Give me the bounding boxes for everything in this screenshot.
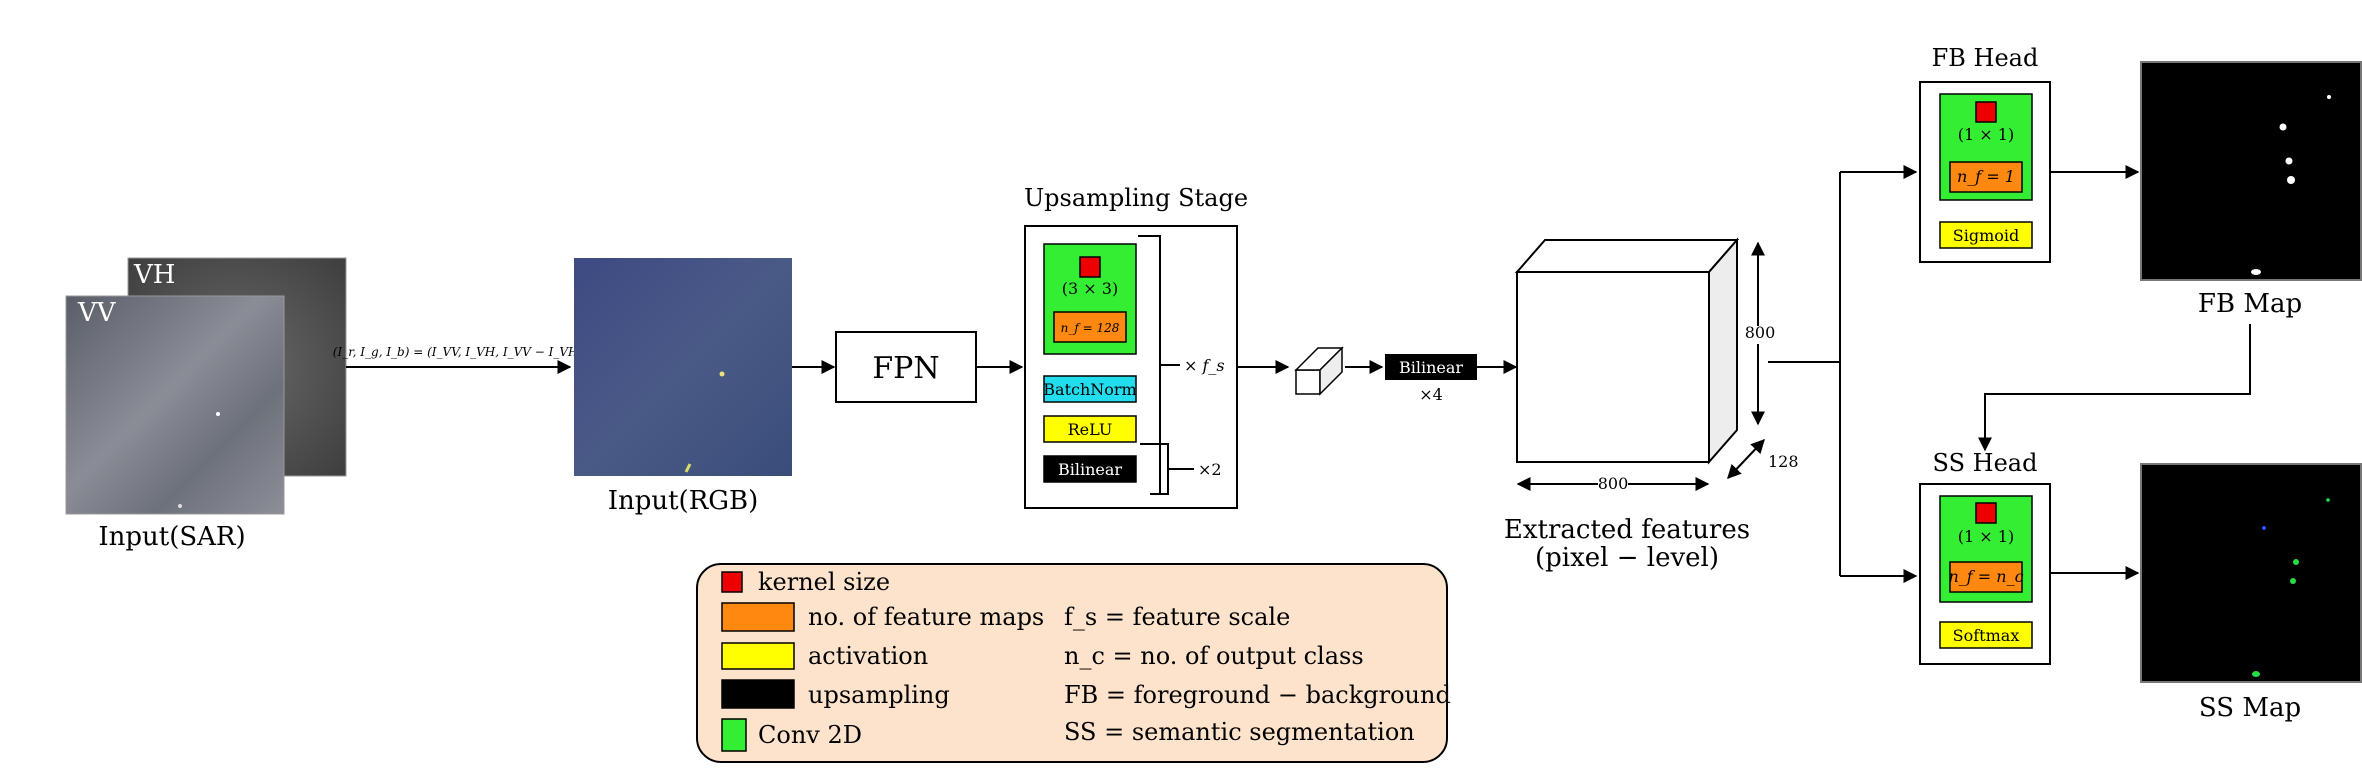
upsampling-stage: Upsampling Stage (3 × 3) n_f = 128 Batch…	[1024, 184, 1248, 509]
bilinear-x4-block	[1385, 354, 1477, 380]
ss-kernel-marker	[1975, 502, 1997, 524]
relu-block	[1043, 415, 1137, 443]
legend: kernel size no. of feature maps activati…	[696, 563, 1451, 763]
ss-activation-block	[1939, 621, 2033, 649]
fb-map-image	[2140, 61, 2362, 281]
arrow-fb-map-to-ss-head	[1978, 324, 2251, 452]
fb-activation: Sigmoid	[1953, 226, 2019, 245]
fpn-block	[835, 331, 977, 403]
features-width: 800	[1598, 474, 1629, 493]
sar-input: VH VV Input(SAR)	[65, 257, 347, 552]
ss-map-image	[2140, 463, 2362, 683]
kernel-size-marker	[1079, 256, 1101, 278]
repeat-fs: × f_s	[1184, 356, 1225, 375]
legend-fs-def: f_s = feature scale	[1064, 603, 1290, 631]
relu-label: ReLU	[1068, 420, 1113, 439]
fb-head: FB Head (1 × 1) n_f = 1 Sigmoid	[1919, 44, 2051, 263]
legend-fb-def: FB = foreground − background	[1064, 681, 1451, 709]
rgb-input: Input(RGB)	[574, 258, 792, 516]
upsampling-title: Upsampling Stage	[1024, 184, 1248, 212]
legend-activation: activation	[808, 642, 928, 670]
legend-activation-swatch	[721, 642, 795, 670]
bilinear-label: Bilinear	[1058, 460, 1122, 479]
vv-label: VV	[77, 298, 117, 328]
fb-head-title: FB Head	[1932, 44, 2039, 72]
upsampling-kernel: (3 × 3)	[1062, 279, 1118, 298]
ss-head: SS Head (1 × 1) n_f = n_c Softmax	[1919, 449, 2051, 665]
ss-map-caption: SS Map	[2199, 693, 2301, 723]
legend-conv2d: Conv 2D	[758, 721, 862, 749]
fb-nf-box	[1949, 161, 2023, 193]
fb-activation-block	[1939, 221, 2033, 249]
fb-kernel: (1 × 1)	[1958, 125, 2014, 144]
bilinear-x4-times: ×4	[1419, 385, 1443, 404]
ss-head-title: SS Head	[1933, 449, 2038, 477]
features-depth: 128	[1768, 452, 1799, 471]
fpn-label: FPN	[872, 351, 939, 386]
batchnorm-label: BatchNorm	[1043, 380, 1136, 399]
small-tensor-icon	[1294, 346, 1344, 396]
ss-nf: n_f = n_c	[1948, 567, 2023, 586]
feature-maps-box	[1053, 311, 1127, 343]
features-caption-1: Extracted features	[1504, 515, 1750, 545]
ss-kernel: (1 × 1)	[1958, 527, 2014, 546]
legend-conv-swatch	[721, 718, 747, 752]
legend-kernel-size: kernel size	[758, 568, 890, 596]
repeat-2: ×2	[1198, 460, 1222, 479]
fb-nf: n_f = 1	[1957, 167, 2015, 186]
vv-image	[65, 295, 285, 515]
rgb-caption: Input(RGB)	[608, 486, 759, 516]
features-caption-2: (pixel − level)	[1535, 543, 1719, 573]
legend-feature-swatch	[721, 602, 795, 632]
extracted-features: 800 800 128 Extracted features (pixel − …	[1504, 237, 1799, 573]
legend-nc-def: n_c = no. of output class	[1064, 642, 1364, 670]
rgb-formula: (I_r, I_g, I_b) = (I_VV, I_VH, I_VV − I_…	[333, 345, 584, 359]
bilinear-x4-label: Bilinear	[1399, 358, 1463, 377]
ss-nf-box	[1949, 561, 2023, 593]
upsampling-nf: n_f = 128	[1061, 321, 1120, 335]
fb-kernel-marker	[1975, 101, 1997, 123]
features-height: 800	[1745, 323, 1776, 342]
legend-frame	[696, 563, 1448, 763]
sar-caption: Input(SAR)	[98, 522, 245, 552]
ss-map: SS Map	[2140, 463, 2362, 723]
legend-feature-maps: no. of feature maps	[808, 603, 1044, 631]
fb-map-caption: FB Map	[2198, 289, 2302, 319]
bilinear-block	[1043, 455, 1137, 483]
legend-ss-def: SS = semantic segmentation	[1064, 718, 1415, 746]
legend-kernel-swatch	[721, 571, 743, 593]
legend-upsampling: upsampling	[808, 681, 950, 709]
fb-map: FB Map	[2140, 61, 2362, 319]
rgb-image	[574, 258, 792, 476]
ss-activation: Softmax	[1953, 626, 2020, 645]
legend-upsampling-swatch	[721, 679, 795, 709]
batchnorm-block	[1043, 375, 1137, 403]
vh-label: VH	[133, 260, 175, 290]
